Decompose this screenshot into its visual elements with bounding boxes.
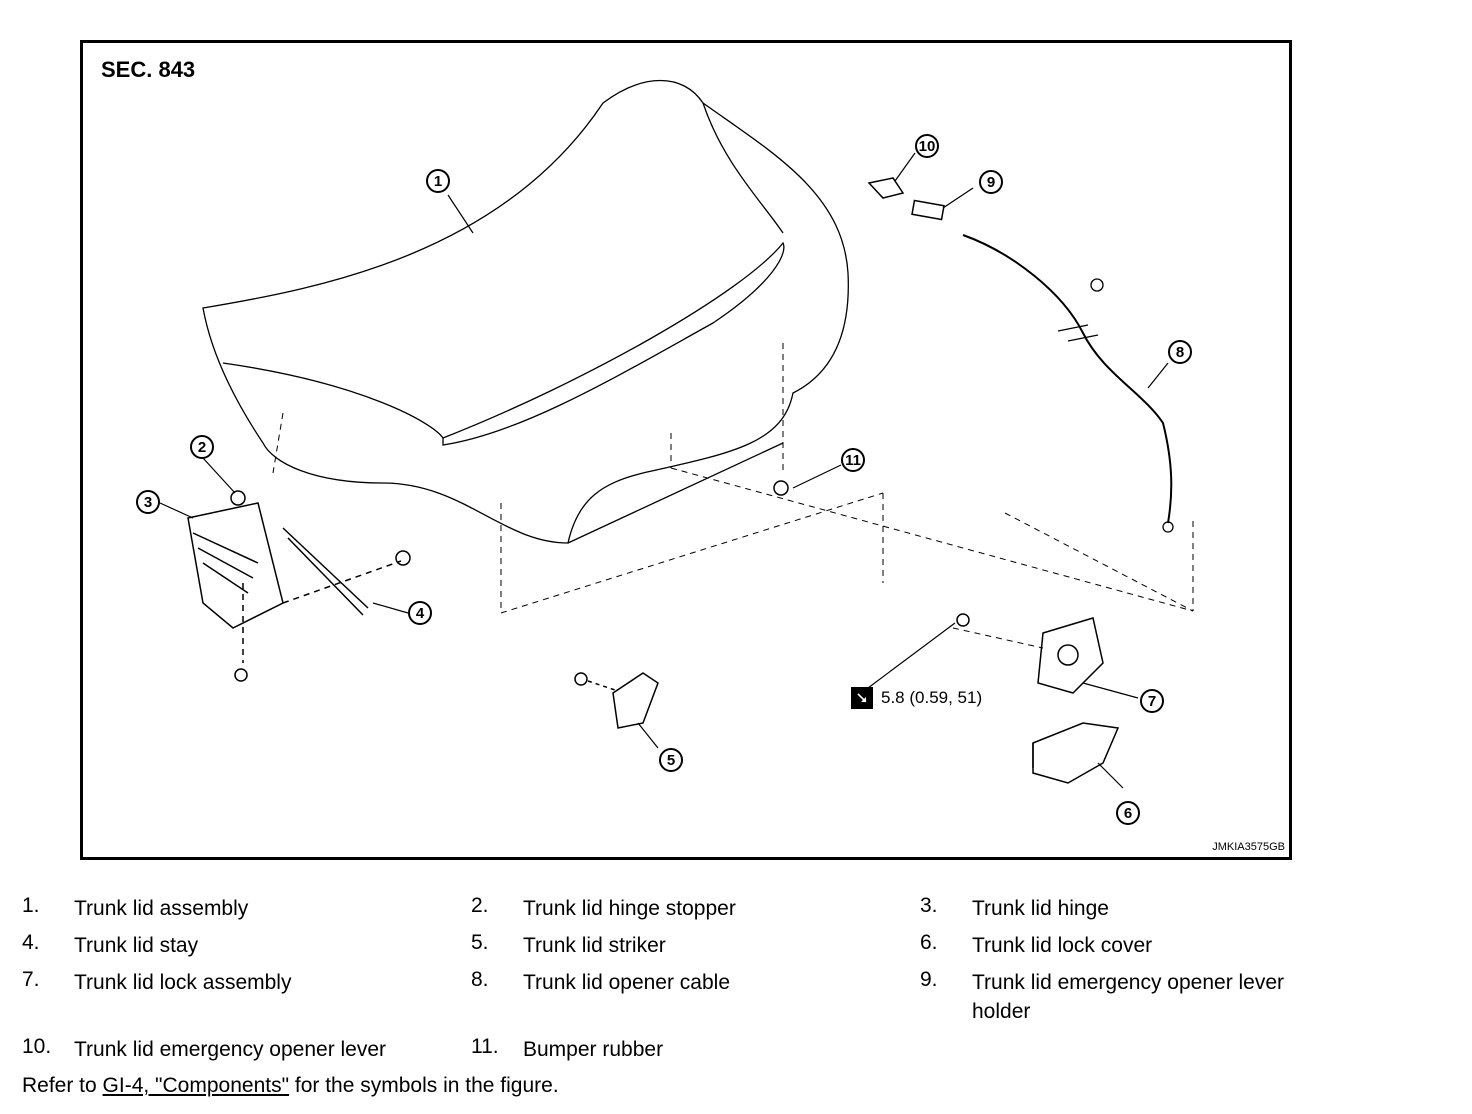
torque-value: 5.8 (0.59, 51)	[881, 688, 983, 707]
callout-11: 11	[841, 448, 865, 472]
legend-text: Trunk lid striker	[523, 934, 666, 957]
legend-num: 10.	[22, 1035, 52, 1058]
reference-note: Refer to GI-4, "Components" for the symb…	[22, 1074, 559, 1098]
diagram-frame: SEC. 843 JMKIA3575GB ⭨ 5.8 (0.59, 51) 1 …	[80, 40, 1292, 860]
legend-text: Trunk lid emergency opener lever holder	[972, 971, 1285, 1023]
legend-text: Bumper rubber	[523, 1038, 664, 1061]
legend-text: Trunk lid lock assembly	[74, 971, 292, 994]
legend-item: 2. Trunk lid hinge stopper	[471, 894, 893, 923]
trunk-lid-edge	[702, 102, 784, 234]
legend-item: 6. Trunk lid lock cover	[920, 931, 1342, 960]
legend-text: Trunk lid stay	[74, 934, 199, 957]
trunk-lid-lower-lip	[567, 442, 784, 544]
legend-text: Trunk lid opener cable	[523, 971, 731, 994]
legend-num: 11.	[471, 1035, 499, 1058]
legend-num: 1.	[22, 894, 40, 917]
callout-7: 7	[1140, 689, 1164, 713]
lock-cover-drawing	[1032, 722, 1120, 784]
hinge-drawing	[187, 490, 411, 682]
legend-num: 8.	[471, 968, 489, 991]
reference-suffix: for the symbols in the figure.	[289, 1074, 559, 1097]
legend-num: 2.	[471, 894, 489, 917]
trunk-lid-outline	[202, 79, 849, 544]
legend-item: 9. Trunk lid emergency opener lever holde…	[920, 968, 1342, 1026]
callout-3: 3	[136, 490, 160, 514]
legend-num: 5.	[471, 931, 489, 954]
figure-id: JMKIA3575GB	[1212, 841, 1285, 853]
opener-cable-drawing	[962, 234, 1173, 524]
legend-item: 11. Bumper rubber	[471, 1035, 893, 1064]
legend-text: Trunk lid lock cover	[972, 934, 1153, 957]
exploded-view-drawing	[159, 79, 1194, 789]
legend-text: Trunk lid hinge	[972, 897, 1109, 920]
legend-item: 10. Trunk lid emergency opener lever	[22, 1035, 444, 1064]
components-link[interactable]: GI-4, "Components"	[102, 1074, 290, 1097]
legend-item: 5. Trunk lid striker	[471, 931, 893, 960]
legend-num: 3.	[920, 894, 938, 917]
legend-text: Trunk lid emergency opener lever	[74, 1038, 387, 1061]
legend-text: Trunk lid hinge stopper	[523, 897, 736, 920]
legend-item: 4. Trunk lid stay	[22, 931, 444, 960]
callout-10: 10	[915, 134, 939, 158]
lock-assembly-drawing	[956, 613, 1104, 694]
trunk-lid-crease	[222, 362, 444, 439]
legend-item: 8. Trunk lid opener cable	[471, 968, 893, 997]
callout-5: 5	[659, 748, 683, 772]
torque-wrench-icon: ⭨	[851, 687, 873, 709]
section-label: SEC. 843	[101, 57, 196, 82]
legend-num: 7.	[22, 968, 40, 991]
legend-num: 4.	[22, 931, 40, 954]
callout-2: 2	[190, 435, 214, 459]
lever-holder-drawing	[911, 199, 945, 221]
legend-num: 9.	[920, 968, 938, 991]
legend-text: Trunk lid assembly	[74, 897, 249, 920]
reference-prefix: Refer to	[22, 1074, 103, 1097]
legend-num: 6.	[920, 931, 938, 954]
callout-8: 8	[1168, 340, 1192, 364]
striker-drawing	[574, 672, 659, 729]
callout-6: 6	[1116, 801, 1140, 825]
callout-9: 9	[979, 170, 1003, 194]
callout-4: 4	[408, 601, 432, 625]
emergency-lever-drawing	[867, 177, 905, 199]
callout-1: 1	[426, 169, 450, 193]
torque-spec: ⭨ 5.8 (0.59, 51)	[851, 687, 982, 709]
legend-item: 1. Trunk lid assembly	[22, 894, 444, 923]
legend-item: 3. Trunk lid hinge	[920, 894, 1342, 923]
bumper-rubber-drawing	[773, 480, 789, 496]
trunk-lid-garnish	[442, 241, 785, 446]
legend-item: 7. Trunk lid lock assembly	[22, 968, 444, 997]
